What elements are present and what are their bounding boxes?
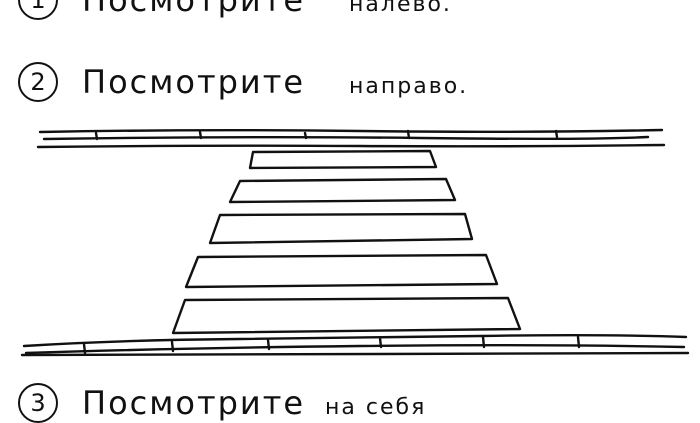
step-3-number: 3 [18, 383, 58, 423]
stripe-5 [171, 296, 522, 335]
step-1-text: Посмотрите налево. [82, 0, 452, 19]
zebra-stripes [171, 149, 522, 335]
near-curb [20, 334, 690, 357]
step-2-number: 2 [18, 62, 58, 102]
stripe-3 [208, 212, 474, 245]
far-curb [36, 128, 666, 149]
step-3-text: Посмотрите на себя [82, 384, 426, 422]
stripe-4 [184, 253, 499, 289]
crosswalk-illustration [20, 128, 690, 357]
stripe-1 [248, 149, 438, 170]
step-3-verb: Посмотрите [82, 384, 306, 422]
step-2-direction: направо. [349, 74, 469, 99]
step-3-direction: на себя [325, 395, 427, 420]
step-3: 3 Посмотрите на себя [18, 383, 426, 423]
step-2: 2 Посмотрите направо. [18, 62, 468, 102]
step-1-direction: налево. [349, 0, 452, 17]
step-2-text: Посмотрите направо. [82, 63, 468, 101]
stripe-2 [228, 177, 457, 204]
step-1-verb: Посмотрите [82, 0, 306, 19]
step-2-verb: Посмотрите [82, 63, 306, 101]
